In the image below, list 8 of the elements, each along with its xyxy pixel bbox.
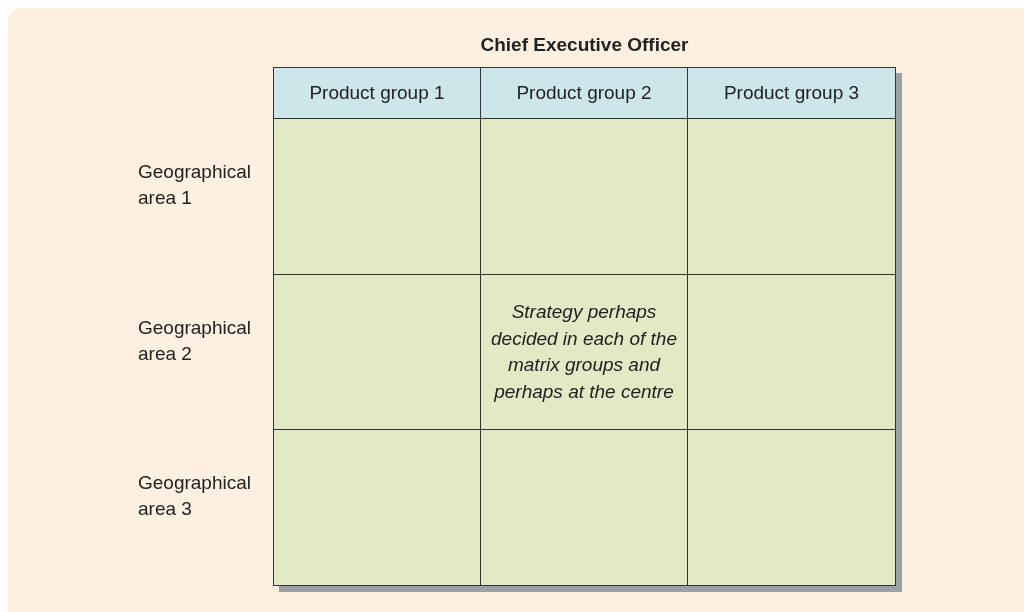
table-title: Chief Executive Officer xyxy=(479,34,690,57)
column-header: Product group 3 xyxy=(687,67,896,119)
row-label: Geographical area 1 xyxy=(138,160,253,210)
column-header: Product group 2 xyxy=(480,67,688,119)
row-label: Geographical area 3 xyxy=(138,471,253,521)
column-header: Product group 1 xyxy=(273,67,481,119)
cell-note: Strategy perhaps decided in each of the matrix groups and perhaps at the centre xyxy=(480,274,688,430)
row-label: Geographical area 2 xyxy=(138,315,253,366)
